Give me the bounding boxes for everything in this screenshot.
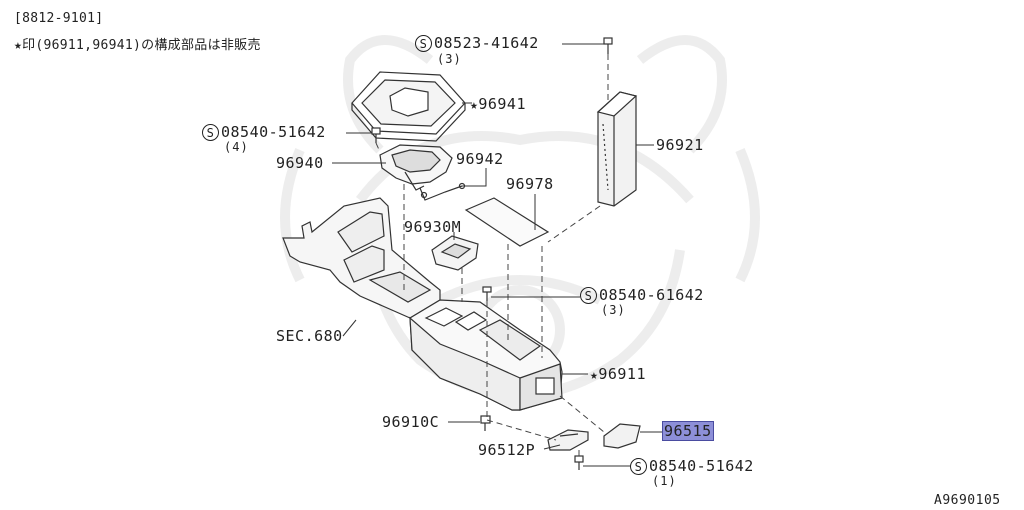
s-circle-icon: S: [630, 458, 647, 475]
callout-96940: 96940: [276, 154, 324, 172]
callout-96910c: 96910C: [382, 413, 440, 431]
callout-sec680: SEC.680: [276, 327, 343, 345]
star-icon: ★: [470, 98, 479, 113]
part-number: 96911: [598, 365, 646, 383]
part-number: 08540-51642: [221, 123, 326, 141]
callout-96942: 96942: [456, 150, 504, 168]
screw-icon-mid: [482, 286, 492, 301]
date-range: [8812-9101]: [14, 11, 104, 26]
callout-96911: ★96911: [590, 366, 646, 384]
diagram-code: A9690105: [934, 493, 1001, 508]
part-number: 08540-51642: [649, 457, 754, 475]
callout-96512p: 96512P: [478, 441, 536, 459]
part-96940-bracket: [379, 144, 453, 191]
screw-icon-top: [603, 37, 613, 54]
part-number: 08523-41642: [434, 34, 539, 52]
part-96930m-tray: [431, 235, 479, 271]
qty-08540-b: (3): [601, 303, 626, 317]
star-icon: ★: [590, 368, 599, 383]
callout-96930m: 96930M: [404, 218, 462, 236]
callout-96921: 96921: [656, 136, 704, 154]
assembly-dashed-lines: [375, 54, 609, 458]
screw-icon-96910c: [480, 415, 491, 431]
highlighted-part-number[interactable]: 96515: [662, 421, 714, 441]
part-number: 96941: [478, 95, 526, 113]
s-circle-icon: S: [202, 124, 219, 141]
callout-96515[interactable]: 96515: [662, 421, 714, 441]
callout-96978: 96978: [506, 175, 554, 193]
qty-08540-c: (1): [652, 474, 677, 488]
part-number: 08540-61642: [599, 286, 704, 304]
leader-lines: [332, 43, 662, 467]
part-96978-mat: [464, 197, 550, 247]
part-96515-pocket: [603, 423, 641, 449]
qty-08540-a: (4): [224, 140, 249, 154]
callout-96941: ★96941: [470, 96, 526, 114]
s-circle-icon: S: [580, 287, 597, 304]
part-96921-lid: [596, 91, 638, 207]
console-body: [282, 197, 563, 411]
s-circle-icon: S: [415, 35, 432, 52]
screw-icon-left: [371, 127, 381, 143]
screw-icon-bottom: [574, 455, 584, 470]
note-text: ★印(96911,96941)の構成部品は非販売: [14, 38, 261, 53]
qty-08523: (3): [437, 52, 462, 66]
part-96941-bezel: [351, 71, 466, 142]
part-96942-wire: [419, 182, 466, 201]
